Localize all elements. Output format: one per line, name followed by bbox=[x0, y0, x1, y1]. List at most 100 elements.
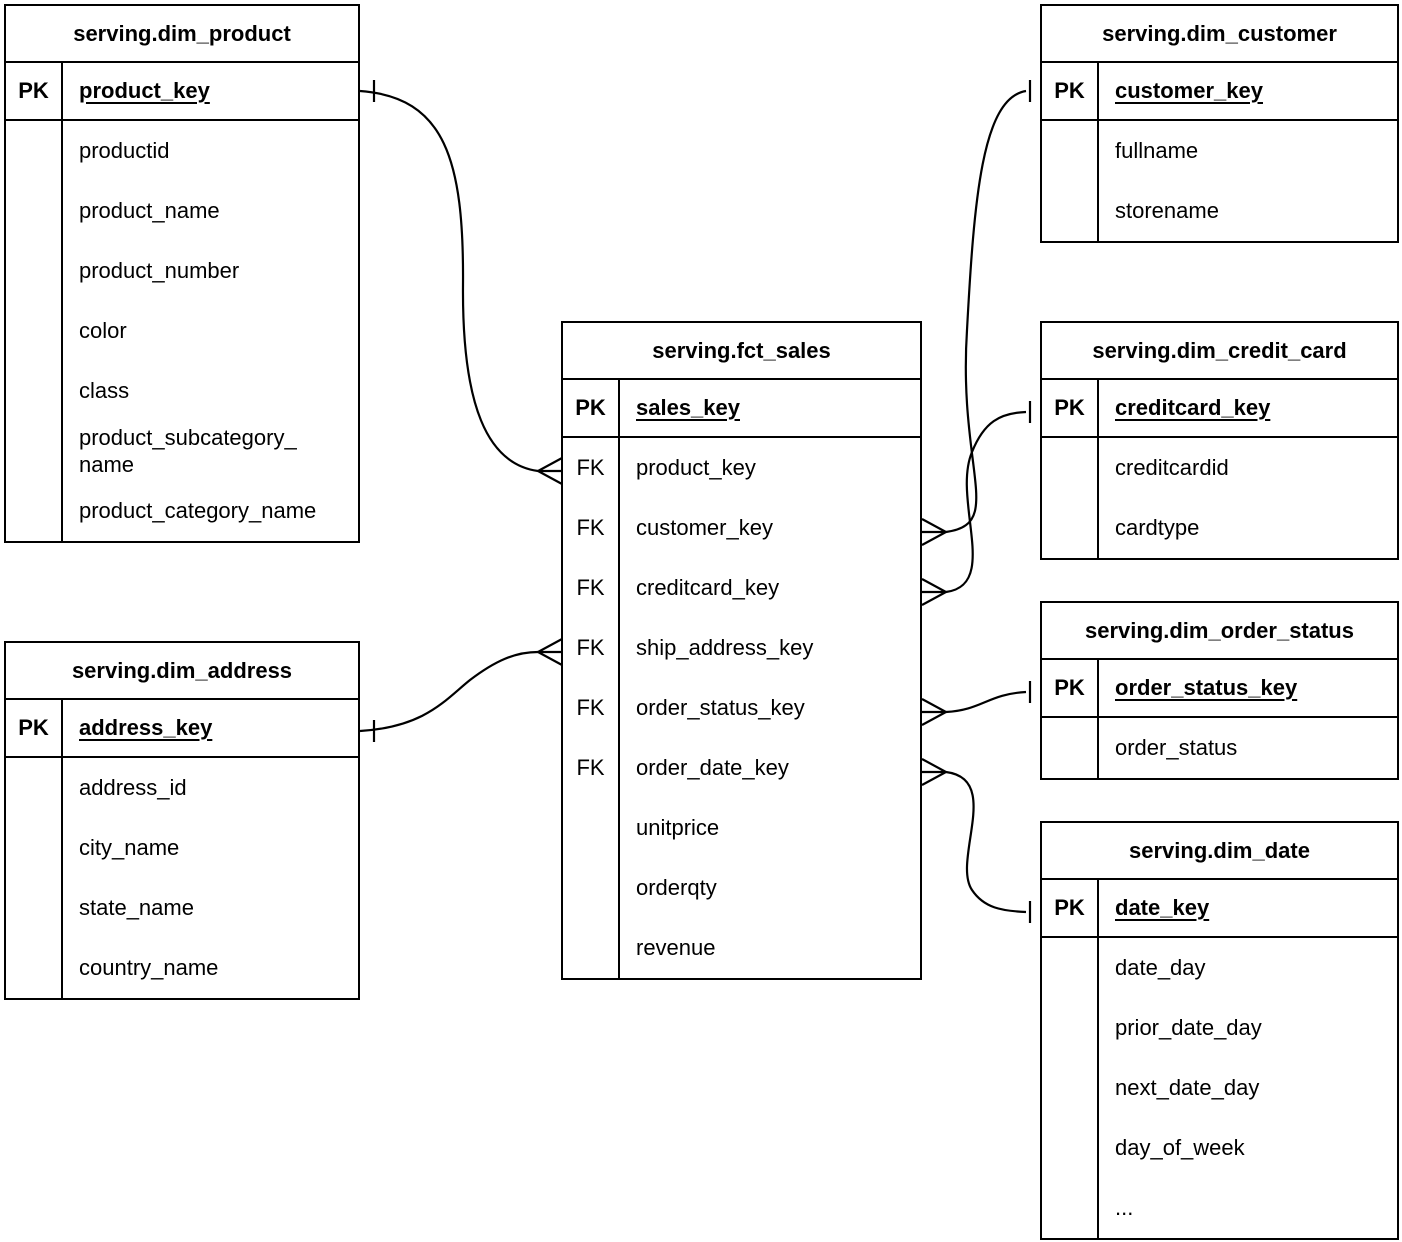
field-name: storename bbox=[1115, 198, 1219, 224]
field-name: ship_address_key bbox=[636, 635, 814, 661]
field-row: day_of_week bbox=[1042, 1118, 1397, 1178]
pk-label: PK bbox=[1042, 660, 1099, 716]
field-name: product_category_name bbox=[79, 498, 317, 524]
fk-label: FK bbox=[563, 438, 620, 498]
field-key-label bbox=[1042, 181, 1099, 241]
table-title: serving.dim_date bbox=[1042, 823, 1397, 880]
field-key-label bbox=[1042, 1178, 1099, 1238]
field-key-label bbox=[6, 121, 63, 181]
field-row: date_day bbox=[1042, 938, 1397, 998]
entity-dim-customer: serving.dim_customer PK customer_key ful… bbox=[1040, 4, 1399, 243]
pk-label: PK bbox=[1042, 380, 1099, 436]
table-title: serving.dim_customer bbox=[1042, 6, 1397, 63]
field-key-label bbox=[6, 878, 63, 938]
crow-foot-many bbox=[535, 457, 563, 485]
field-row: revenue bbox=[563, 918, 920, 978]
field-row: unitprice bbox=[563, 798, 920, 858]
field-name: fullname bbox=[1115, 138, 1199, 164]
field-key-label bbox=[563, 918, 620, 978]
field-row: cardtype bbox=[1042, 498, 1397, 558]
field-name: customer_key bbox=[636, 515, 773, 541]
primary-key-row: PK address_key bbox=[6, 700, 358, 758]
field-name: address_id bbox=[79, 775, 187, 801]
field-key-label bbox=[1042, 998, 1099, 1058]
relation-address-to-sales bbox=[359, 638, 563, 742]
field-row: product_number bbox=[6, 241, 358, 301]
field-name: unitprice bbox=[636, 815, 720, 841]
field-key-label bbox=[563, 798, 620, 858]
fk-label: FK bbox=[563, 678, 620, 738]
field-name: day_of_week bbox=[1115, 1135, 1245, 1161]
field-name: revenue bbox=[636, 935, 716, 961]
field-name: cardtype bbox=[1115, 515, 1200, 541]
pk-field-name: order_status_key bbox=[1115, 675, 1298, 700]
entity-dim-product: serving.dim_product PK product_key produ… bbox=[4, 4, 360, 543]
table-title: serving.dim_order_status bbox=[1042, 603, 1397, 660]
field-name: order_status bbox=[1115, 735, 1238, 761]
field-row: order_status bbox=[1042, 718, 1397, 778]
fk-label: FK bbox=[563, 738, 620, 798]
pk-label: PK bbox=[1042, 63, 1099, 119]
field-row: fullname bbox=[1042, 121, 1397, 181]
primary-key-row: PK product_key bbox=[6, 63, 358, 121]
relation-sales-to-credit-card bbox=[921, 401, 1032, 606]
field-row: class bbox=[6, 361, 358, 421]
field-name: ... bbox=[1115, 1195, 1134, 1221]
pk-field-name: address_key bbox=[79, 715, 213, 740]
field-row: address_id bbox=[6, 758, 358, 818]
field-row: product_name bbox=[6, 181, 358, 241]
field-key-label bbox=[6, 938, 63, 998]
field-name: product_subcategory_ name bbox=[79, 424, 297, 478]
field-name: date_day bbox=[1115, 955, 1206, 981]
field-list: creditcardid cardtype bbox=[1042, 438, 1397, 558]
pk-label: PK bbox=[6, 700, 63, 756]
field-name: creditcardid bbox=[1115, 455, 1229, 481]
field-name: class bbox=[79, 378, 130, 404]
pk-field-name: sales_key bbox=[636, 395, 740, 420]
field-key-label bbox=[1042, 121, 1099, 181]
field-key-label bbox=[1042, 498, 1099, 558]
crow-foot-many bbox=[921, 578, 949, 606]
field-row: FK ship_address_key bbox=[563, 618, 920, 678]
field-row: FK order_date_key bbox=[563, 738, 920, 798]
crow-foot-many bbox=[921, 758, 949, 786]
field-key-label bbox=[1042, 438, 1099, 498]
field-name: next_date_day bbox=[1115, 1075, 1260, 1101]
table-title: serving.fct_sales bbox=[563, 323, 920, 380]
pk-label: PK bbox=[563, 380, 620, 436]
pk-field-name: customer_key bbox=[1115, 78, 1263, 103]
table-title: serving.dim_product bbox=[6, 6, 358, 63]
field-key-label bbox=[6, 241, 63, 301]
field-row: creditcardid bbox=[1042, 438, 1397, 498]
field-row: product_subcategory_ name bbox=[6, 421, 358, 481]
field-row: product_category_name bbox=[6, 481, 358, 541]
field-key-label bbox=[1042, 1058, 1099, 1118]
field-name: prior_date_day bbox=[1115, 1015, 1262, 1041]
field-row: city_name bbox=[6, 818, 358, 878]
entity-dim-date: serving.dim_date PK date_key date_day pr… bbox=[1040, 821, 1399, 1240]
field-name: order_date_key bbox=[636, 755, 789, 781]
field-key-label bbox=[6, 361, 63, 421]
field-key-label bbox=[1042, 1118, 1099, 1178]
field-row: storename bbox=[1042, 181, 1397, 241]
field-key-label bbox=[1042, 938, 1099, 998]
fk-label: FK bbox=[563, 498, 620, 558]
fk-label: FK bbox=[563, 618, 620, 678]
field-row: color bbox=[6, 301, 358, 361]
field-row: country_name bbox=[6, 938, 358, 998]
field-key-label bbox=[6, 818, 63, 878]
field-row: ... bbox=[1042, 1178, 1397, 1238]
table-title: serving.dim_credit_card bbox=[1042, 323, 1397, 380]
field-name: country_name bbox=[79, 955, 219, 981]
pk-label: PK bbox=[6, 63, 63, 119]
field-list: productid product_name product_number co… bbox=[6, 121, 358, 541]
primary-key-row: PK creditcard_key bbox=[1042, 380, 1397, 438]
field-name: color bbox=[79, 318, 127, 344]
